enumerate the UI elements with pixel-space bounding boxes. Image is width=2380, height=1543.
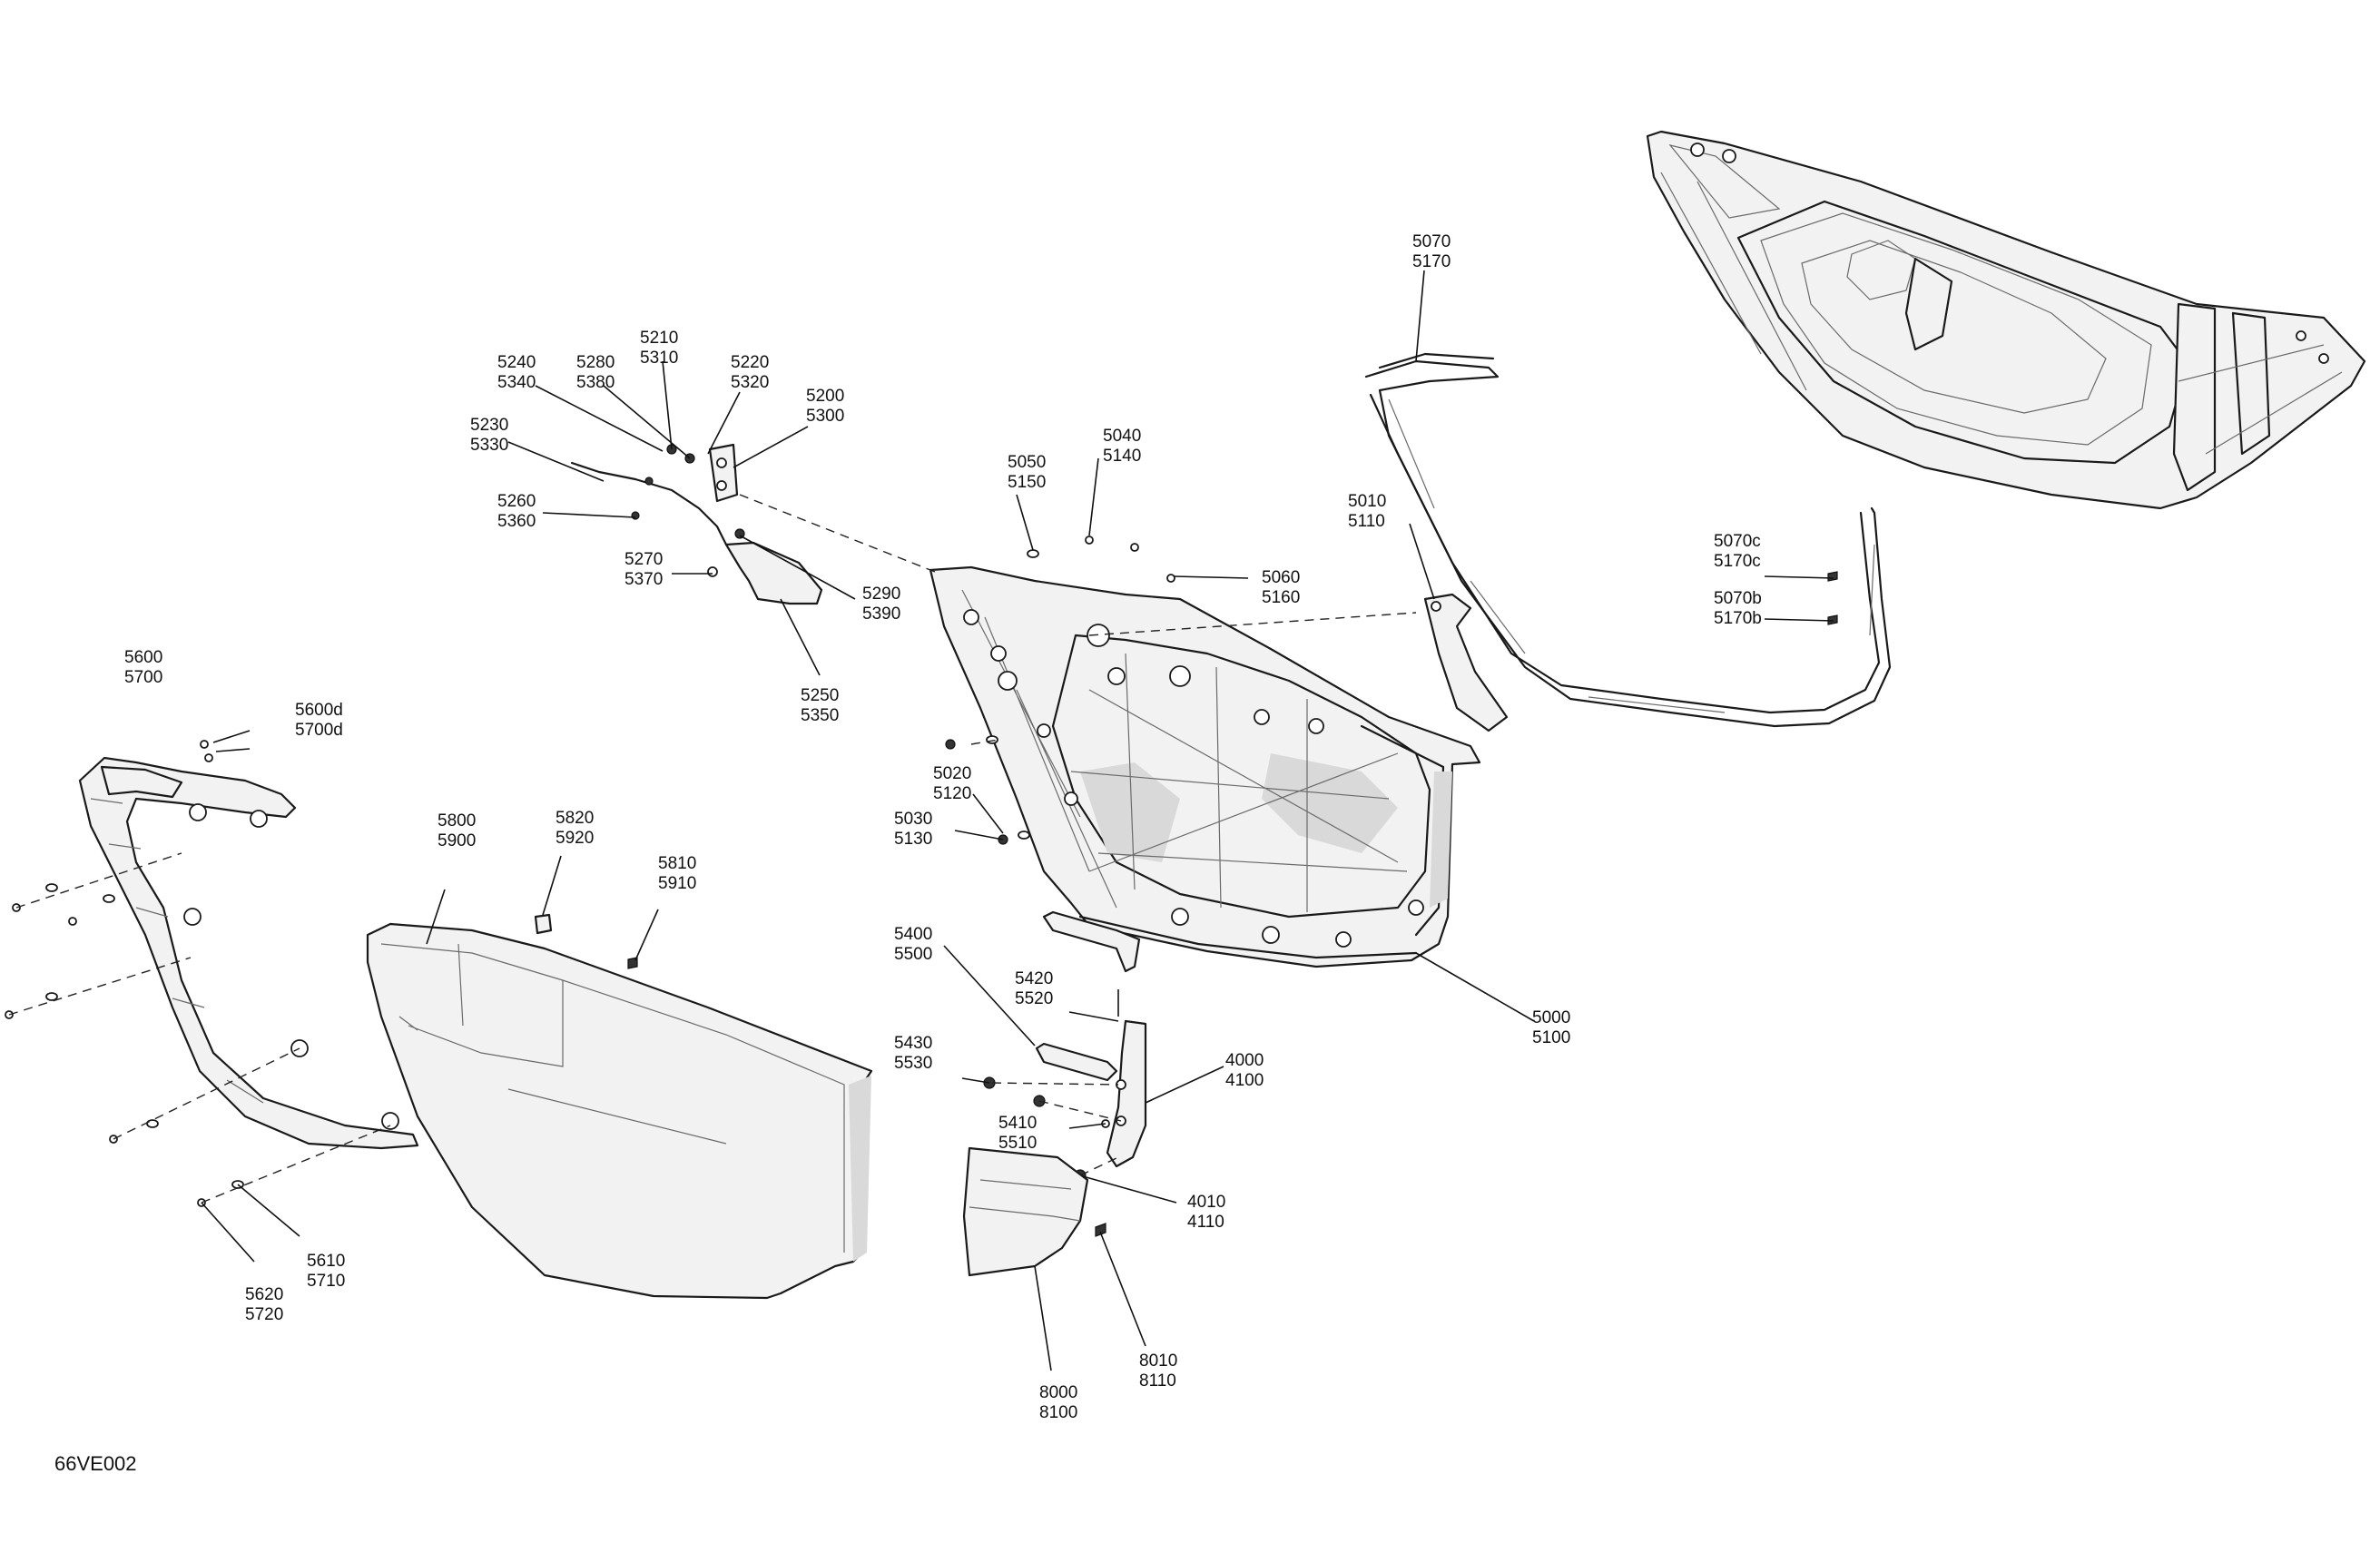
lower-cover-panel: [962, 1146, 1106, 1277]
door-seal: [1364, 352, 1892, 728]
latch-bracket: [1423, 593, 1509, 732]
leader-lines: [201, 270, 1834, 1371]
door-frame: [929, 565, 1481, 968]
latch-assembly: [570, 443, 823, 605]
drawing-code: 66VE002: [54, 1452, 137, 1475]
lower-hinge: [983, 989, 1147, 1182]
door-trim-frame: [78, 756, 419, 1150]
door-panel: [366, 922, 873, 1300]
seal-clips: [1827, 571, 1838, 625]
assembled-door-view: [1646, 130, 2366, 510]
upper-hinge: [1042, 910, 1141, 973]
panel-clips: [534, 913, 638, 969]
alignment-lines: [8, 494, 1417, 1204]
trim-hardware: [5, 740, 244, 1207]
